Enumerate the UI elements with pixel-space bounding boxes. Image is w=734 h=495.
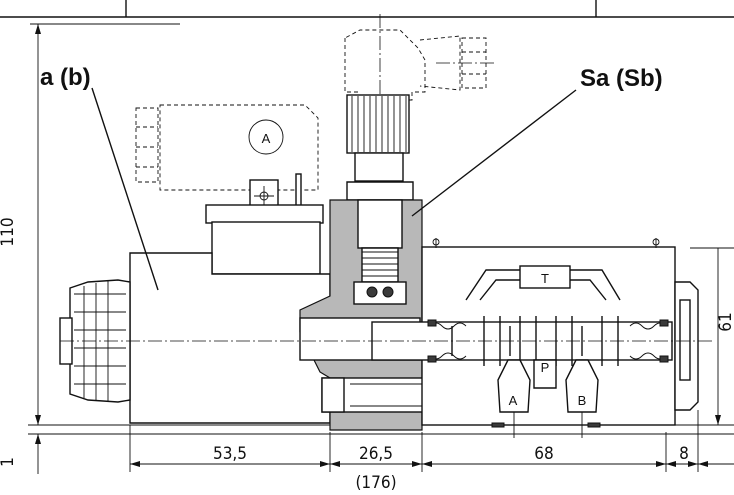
dimension-61: 61 (690, 247, 734, 425)
dim-8-label: 8 (679, 444, 689, 464)
coil-symbol-label: A (262, 131, 271, 146)
dim-26-5-label: 26,5 (359, 444, 393, 464)
dim-53-5-label: 53,5 (213, 444, 247, 464)
terminal-block (205, 173, 324, 275)
dim-61-label: 61 (716, 312, 734, 331)
coil-symbol-circle (248, 119, 284, 155)
coil-body (59, 252, 331, 424)
callout-coil: a (b) (40, 64, 91, 91)
dim-1-label: 1 (0, 457, 18, 467)
solenoid-coil-outline: A (135, 104, 319, 191)
nut-section (299, 199, 453, 431)
title-block-border (0, 0, 734, 18)
callout-leaders (91, 87, 577, 291)
callout-screw: Sa (Sb) (580, 65, 663, 92)
horizontal-dimensions: 53,5 26,5 68 8 (176) (129, 410, 734, 493)
dim-68-label: 68 (534, 444, 553, 464)
dim-110-label: 110 (0, 217, 18, 246)
ports: A P B (491, 359, 601, 438)
port-b-label: B (578, 393, 587, 408)
port-p-label: P (541, 360, 550, 375)
dimension-110: 110 (0, 23, 180, 425)
port-a-label: A (509, 393, 518, 408)
port-t-label: T (541, 271, 549, 286)
knurled-nut (346, 94, 414, 201)
dim-176-label: (176) (355, 473, 396, 493)
